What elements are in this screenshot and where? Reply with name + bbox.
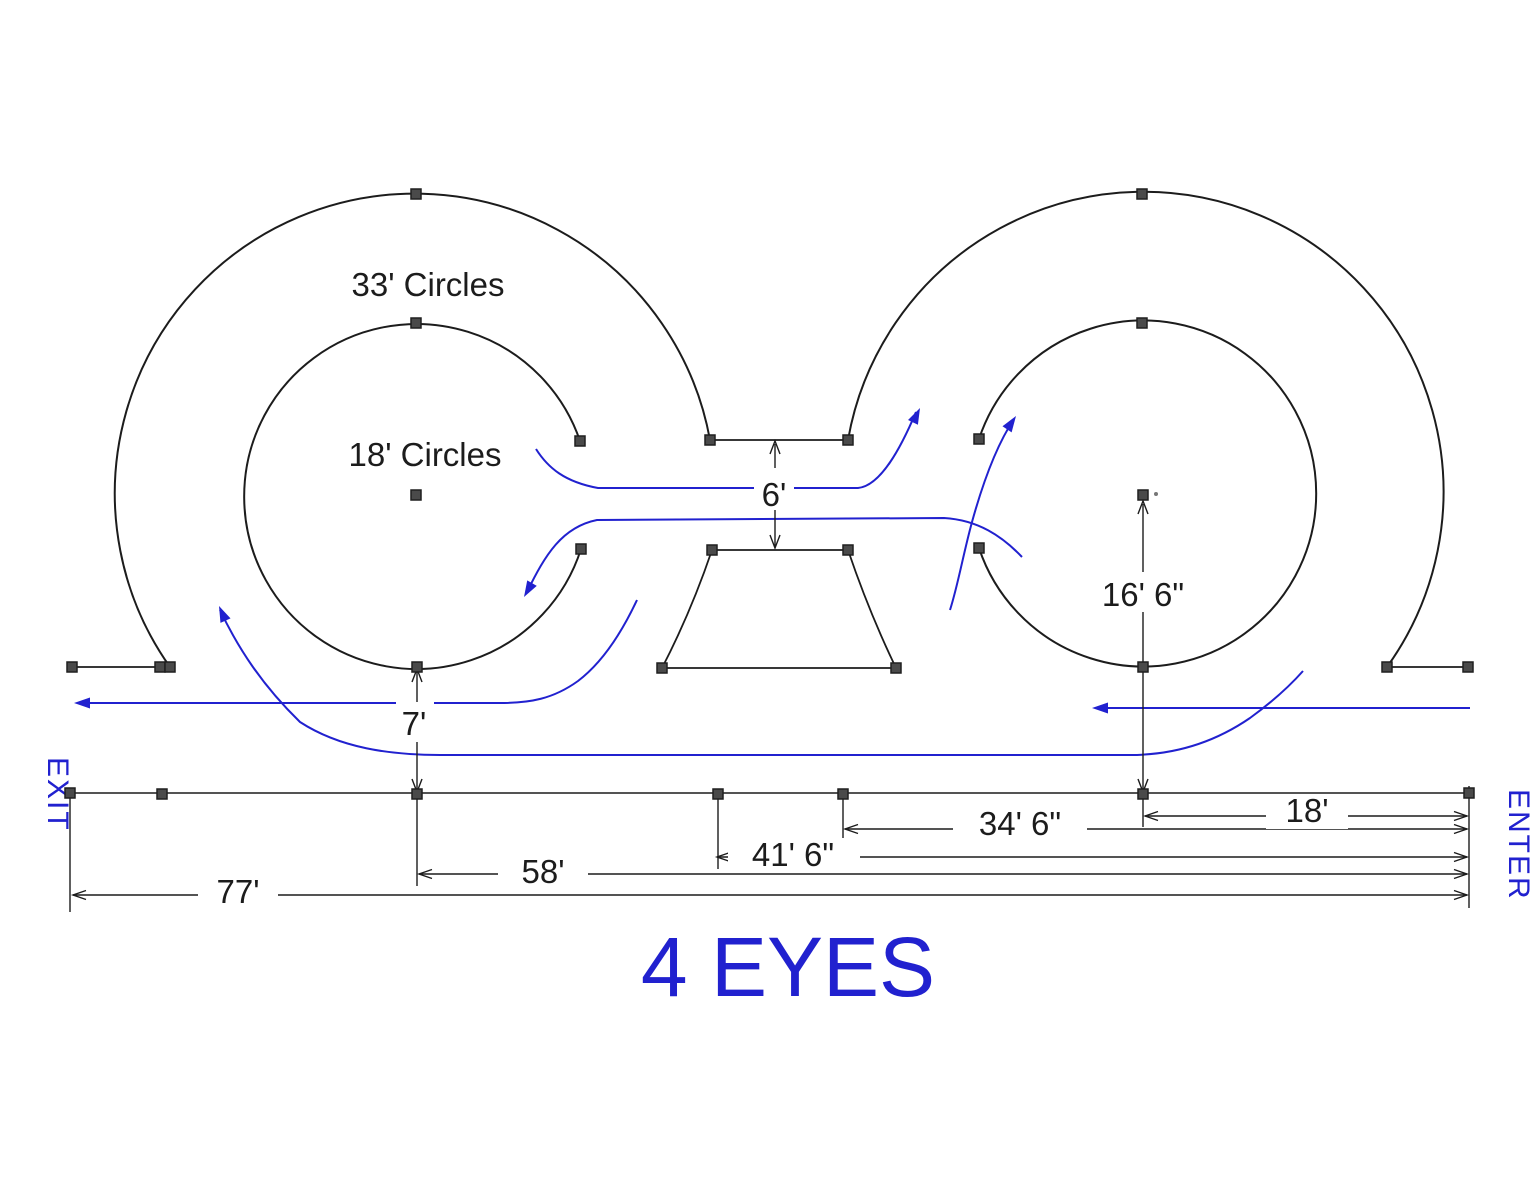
right-drop-label: 16' 6" xyxy=(1102,576,1184,613)
path-right-upturn xyxy=(949,418,1015,611)
outer-circles-label: 33' Circles xyxy=(351,266,504,303)
marker xyxy=(1137,661,1149,673)
right-outer-circle-arc xyxy=(847,190,1445,668)
marker xyxy=(656,662,668,674)
marker xyxy=(154,661,166,673)
marker xyxy=(1137,788,1149,800)
left-inner-circle-arc xyxy=(243,323,582,671)
marker xyxy=(410,489,422,501)
marker xyxy=(410,188,422,200)
marker xyxy=(973,433,985,445)
marker xyxy=(712,788,724,800)
arrow-up-right-icon xyxy=(1002,416,1016,433)
left-drop-label: 7' xyxy=(402,705,427,742)
right-inner-circle-arc xyxy=(978,319,1318,668)
dim-58ft-label: 58' xyxy=(521,853,564,890)
course-lines xyxy=(72,439,1468,669)
arrow-up-left-icon xyxy=(908,408,920,425)
path-mid-crossover xyxy=(526,516,1023,593)
marker xyxy=(1136,317,1148,329)
course-title: 4 EYES xyxy=(641,920,935,1014)
marker xyxy=(64,787,76,799)
path-exit-line xyxy=(80,599,638,704)
marker xyxy=(837,788,849,800)
arrow-return-icon xyxy=(219,606,231,623)
point-markers xyxy=(64,188,1475,800)
handler-path xyxy=(74,408,1470,756)
path-bottom-return xyxy=(219,609,1304,756)
dim-18ft-label: 18' xyxy=(1285,792,1328,829)
marker xyxy=(574,435,586,447)
marker xyxy=(66,661,78,673)
arrow-down-left-icon xyxy=(524,580,537,597)
path-upper-exit-curve xyxy=(535,411,917,489)
stray-dot xyxy=(1154,492,1158,496)
gap-width-label: 6' xyxy=(762,476,787,513)
marker xyxy=(842,434,854,446)
marker xyxy=(704,434,716,446)
dim-41ft-label: 41' 6" xyxy=(752,836,834,873)
marker xyxy=(1136,188,1148,200)
inner-circles-label: 18' Circles xyxy=(348,436,501,473)
marker xyxy=(1462,661,1474,673)
marker xyxy=(1381,661,1393,673)
dim-34ft-label: 34' 6" xyxy=(979,805,1061,842)
dimension-lines xyxy=(69,439,1470,912)
course-circles xyxy=(113,190,1445,671)
marker xyxy=(164,661,176,673)
marker xyxy=(842,544,854,556)
arrow-enter-icon xyxy=(1092,702,1108,714)
labels: 33' Circles 18' Circles 6' 16' 6" 7' 18'… xyxy=(41,266,1535,1014)
arrow-exit-icon xyxy=(74,697,90,709)
marker xyxy=(890,662,902,674)
marker xyxy=(575,543,587,555)
marker xyxy=(706,544,718,556)
marker xyxy=(973,542,985,554)
enter-label: ENTER xyxy=(1502,789,1535,901)
marker xyxy=(156,788,168,800)
trapezoid-left-side xyxy=(661,549,713,669)
marker xyxy=(410,317,422,329)
dim-77ft-label: 77' xyxy=(216,873,259,910)
label-backings xyxy=(198,468,1348,908)
trapezoid-right-side xyxy=(847,549,897,669)
left-outer-circle-arc xyxy=(113,192,711,668)
marker xyxy=(411,661,423,673)
marker xyxy=(1137,489,1149,501)
marker xyxy=(411,788,423,800)
marker xyxy=(1463,787,1475,799)
